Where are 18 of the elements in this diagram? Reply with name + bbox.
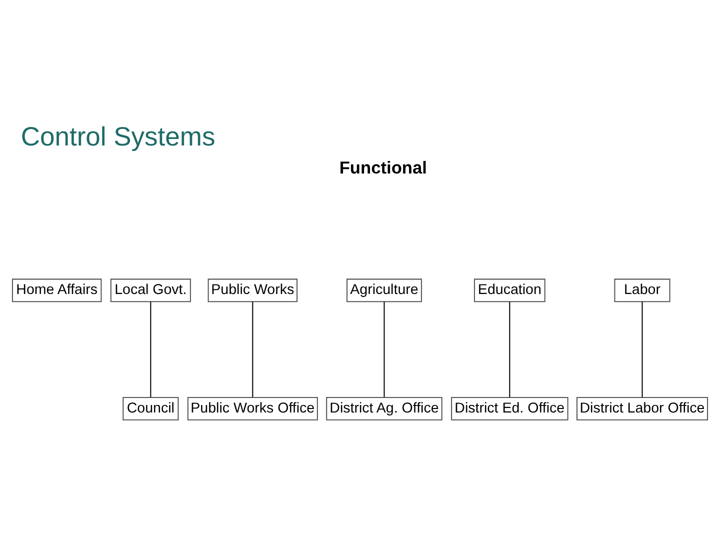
- connector: [150, 302, 152, 398]
- connector: [642, 302, 643, 398]
- node-box: District Ag. Office: [326, 396, 442, 420]
- node-box: Public Works Office: [187, 396, 318, 420]
- node-box: Labor: [614, 278, 670, 302]
- connector: [509, 302, 510, 398]
- node-box: Education: [474, 278, 546, 302]
- node-box: District Labor Office: [576, 396, 708, 420]
- diagram-title: Control Systems: [20, 121, 216, 152]
- node-box: Local Govt.: [110, 278, 191, 302]
- node-box: District Ed. Office: [451, 396, 568, 420]
- label: Functional: [339, 158, 427, 178]
- node-box: Public Works: [208, 278, 298, 302]
- connector: [252, 302, 254, 398]
- node-box: Agriculture: [346, 278, 422, 302]
- connector: [384, 302, 385, 398]
- node-box: Council: [122, 396, 179, 420]
- node-box: Home Affairs: [12, 278, 102, 302]
